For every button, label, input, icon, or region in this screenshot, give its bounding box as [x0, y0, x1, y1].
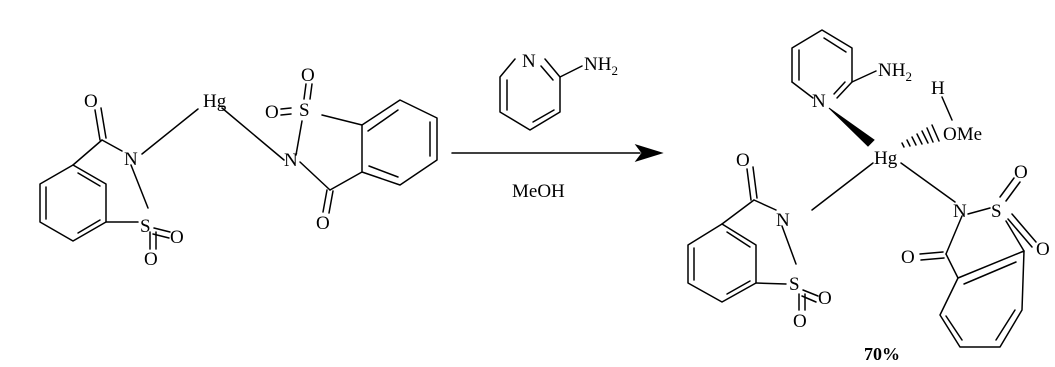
reactant-left-carbonyl-oxygen: O — [84, 91, 98, 112]
product-pyridine-ring-nitrogen: N — [812, 91, 826, 112]
product-amino-group: NH2 — [878, 60, 912, 84]
product-hydroxyl-hydrogen: H — [931, 78, 945, 99]
reagent-molecule: N NH2 — [499, 51, 618, 131]
reactant-right-sulfur: S — [299, 100, 310, 121]
product-hashed-bond — [901, 124, 940, 148]
reactant-right-carbonyl-oxygen: O — [316, 213, 330, 234]
product-left-sulfonyl-oxygen-right: O — [818, 288, 832, 309]
product-wedge-bond — [828, 107, 875, 147]
yield-label: 70% — [864, 344, 900, 364]
product-right-sulfonyl-oxygen-right: O — [1036, 239, 1050, 260]
reactant-left-sulfur: S — [140, 216, 151, 237]
product-left-nitrogen: N — [776, 210, 790, 231]
reactant-left-sulfonyl-oxygen-bottom: O — [144, 249, 158, 270]
reaction-arrow — [451, 144, 664, 162]
product-left-sulfur: S — [789, 274, 800, 295]
product-methoxy-label: OMe — [943, 124, 982, 145]
reactant-right-sulfonyl-oxygen-left: O — [265, 102, 279, 123]
product-left-sulfonyl-oxygen-bottom: O — [793, 311, 807, 332]
solvent-label: MeOH — [512, 181, 565, 202]
reactant-left-sulfonyl-oxygen-right: O — [170, 227, 184, 248]
product-right-nitrogen: N — [953, 201, 967, 222]
product-right-carbonyl-oxygen: O — [901, 247, 915, 268]
reactant-left-c3-bond — [72, 139, 103, 166]
product-left-carbonyl-oxygen: O — [736, 150, 750, 171]
reactant-mercury-label: Hg — [203, 91, 227, 112]
reactant-right-nitrogen: N — [284, 150, 298, 171]
product-left-benzene-ring — [687, 223, 757, 303]
product-right-sulfonyl-oxygen-top: O — [1014, 162, 1028, 183]
reactant-left-benzene-ring — [39, 164, 107, 242]
reagent-amino-group: NH2 — [584, 54, 618, 78]
reagent-ring-nitrogen: N — [522, 51, 536, 72]
reactant-right-benzene-ring — [361, 99, 438, 186]
reactant-right-sulfonyl-oxygen-top: O — [301, 65, 315, 86]
product-right-sulfur: S — [991, 201, 1002, 222]
product-molecule: H N NH2 H OMe Hg — [687, 29, 1050, 348]
reactant-left-nitrogen: N — [124, 149, 138, 170]
product-right-benzene-ring — [939, 250, 1025, 348]
reactant-molecule: Hg O N S O O N S O O O — [39, 65, 438, 270]
product-mercury-label: Hg — [874, 148, 898, 169]
